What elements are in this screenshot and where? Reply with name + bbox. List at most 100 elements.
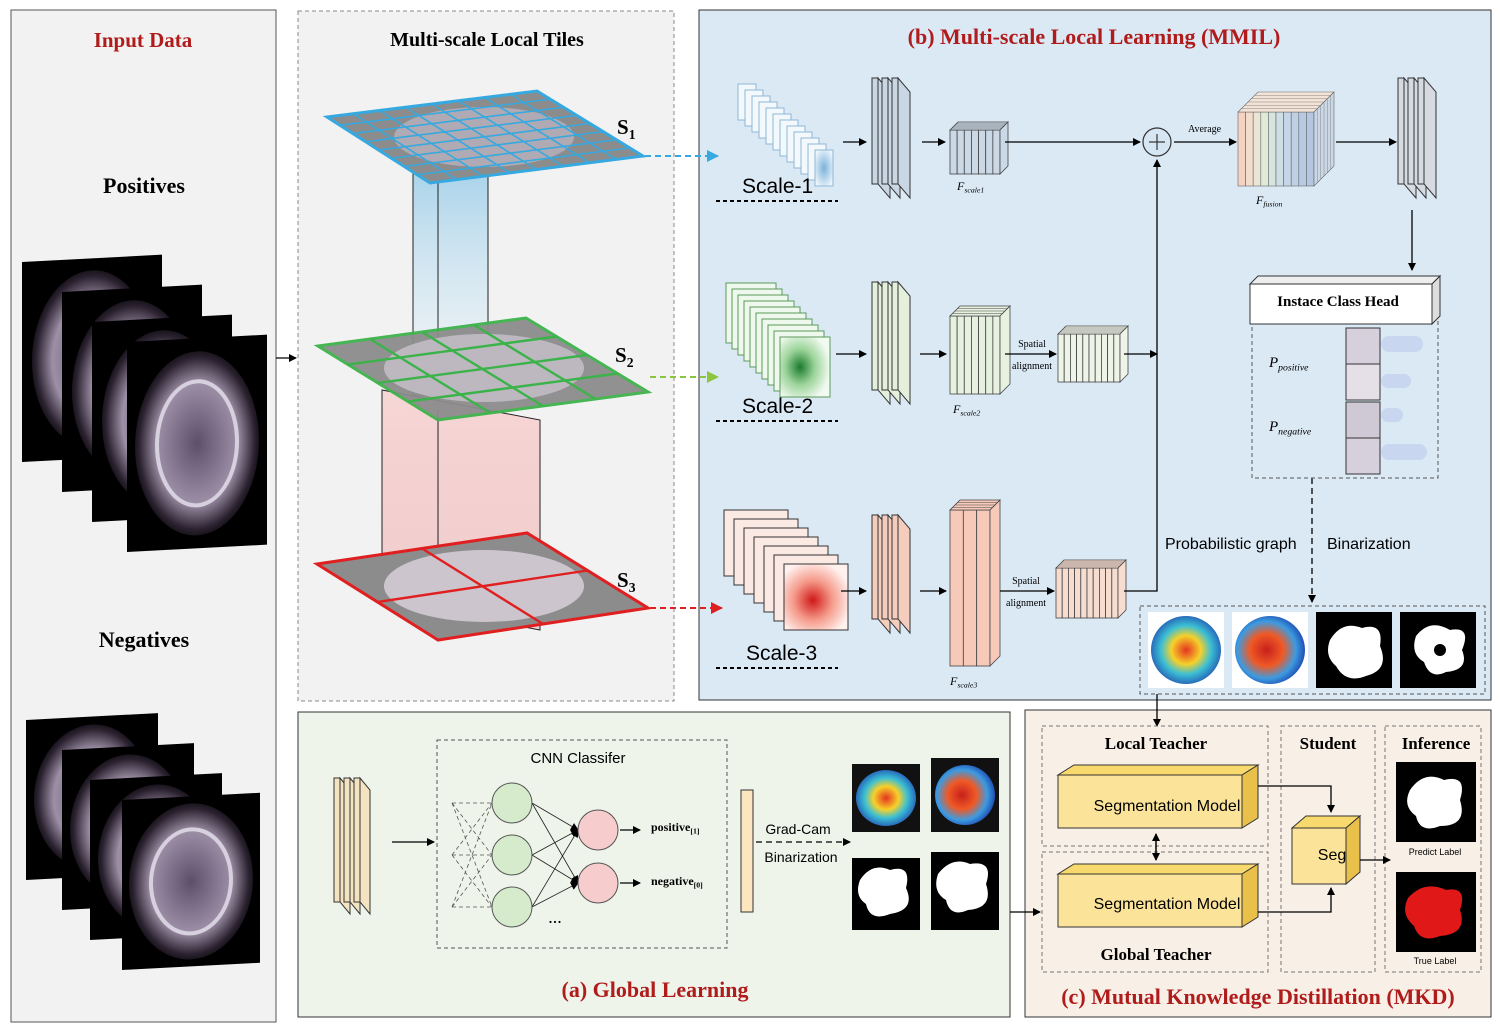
global-encoder [333,776,371,916]
binary-map-1 [1316,612,1392,688]
feature-slice [985,129,994,175]
encoder-plate-side [333,777,341,903]
spatial-label-2: Spatial [1018,339,1046,350]
nn-input-edge [451,802,493,856]
fusion-slice [1290,111,1300,187]
feature-side [1117,559,1127,619]
tile-plane-s3 [312,531,653,642]
scale2-label: Scale-2 [742,395,814,418]
positive-slide-stack [22,254,267,552]
feature-slice [1074,567,1082,619]
encoder-plate-side [871,281,879,391]
feature-slice [1107,333,1115,383]
true-label-caption: True Label [1413,956,1457,966]
encoder-plate-side [891,281,899,391]
ffusion-label: Ffusion [1256,193,1283,209]
feature-slice [949,315,958,395]
hidden-neuron [491,782,533,824]
gradcam-map-2 [931,758,999,832]
feature-slice [1068,567,1076,619]
global-seg-model-label: Segmentation Model [1093,896,1241,913]
feature-slice [992,315,1001,395]
feature-slice [971,129,979,175]
scale3-tile-stack [723,509,849,631]
fusion-slice [1283,111,1292,187]
feature-slice [978,129,987,175]
encoder-plate [897,513,911,635]
local-seg-model-label: Segmentation Model [1093,798,1241,815]
fscale1-label: Fscale1 [957,179,985,195]
predict-label-caption: Predict Label [1408,847,1462,857]
encoder-plate-side [1407,77,1415,185]
negative-slide-stack [26,713,260,970]
alignment-label-3: alignment [1006,598,1046,609]
scale2-encoder [871,280,911,406]
fscale1-feature [949,121,1009,175]
feature-slice [1080,567,1088,619]
teachers-box-local [1041,725,1269,847]
input-title: Input Data [93,28,193,52]
scale3-encoder [871,513,911,635]
global-seg-model [1056,863,1260,928]
feature-slice [956,129,965,175]
feature-slice [1105,567,1113,619]
tile-card [814,149,834,187]
tile-grid-line [404,138,617,168]
tile-grid-line [510,93,617,161]
encoder-plate-side [891,77,899,185]
instance-thumbs [1345,327,1427,475]
scale1-label: Scale-1 [742,175,814,198]
feature-slice [1055,567,1063,619]
encoder-plate-side [891,514,899,620]
encoder-plate [897,76,911,200]
student-label: Student [1299,734,1357,753]
average-label: Average [1188,124,1222,135]
encoder-plate [1423,76,1437,200]
ffusion-feature [1237,91,1335,187]
encoder-plate-side [871,77,879,185]
fusion-slice [1275,111,1284,187]
nn-edge [531,829,579,908]
global-binarization-label: Binarization [764,849,838,865]
predict-label-map [1396,762,1476,842]
gradcam-label: Grad-Cam [765,821,831,837]
student-box [1280,725,1376,973]
global-teacher-label: Global Teacher [1100,945,1212,964]
encoder-plate-side [881,514,889,620]
nn-input-edge [451,802,493,856]
feature-slice [985,315,994,395]
encoder-plate [897,280,911,406]
feature-side [999,305,1011,395]
encoder-plate-side [881,281,889,391]
hidden-neuron [491,886,533,928]
prob-graph-label: Probabilistic graph [1165,536,1297,553]
true-label-map [1396,872,1476,952]
scale2-tile-stack [725,282,831,398]
feature-slice [1094,333,1102,383]
arrow-local-student [1258,785,1335,813]
encoder-plate-side [1397,77,1405,185]
fusion-slice [1260,111,1269,187]
feature-side [999,121,1009,175]
global-feature-bar [740,789,754,913]
prob-maps-box [1139,605,1486,695]
local-teacher-label: Local Teacher [1104,734,1208,753]
s1-label: S1 [617,115,636,142]
tile-grid-line [378,122,591,151]
gradcam-binary-1 [852,858,920,930]
tile-grid-line [407,372,618,403]
tile-grid-line [473,323,597,401]
more-nodes: ... [548,907,562,927]
head-title: Instace Class Head [1277,294,1399,310]
feature-slice [962,509,978,667]
encoder-plate-side [871,514,879,620]
nn-edge [531,882,579,908]
feature-slice [971,315,979,395]
feature-slice [1092,567,1100,619]
output-neuron [577,862,619,904]
feature-slice [1111,567,1119,619]
feature-slice [1070,333,1078,383]
fscale3-label: Fscale3 [950,674,978,690]
feature-slice [1082,333,1090,383]
gradcam-map-1 [852,764,920,832]
